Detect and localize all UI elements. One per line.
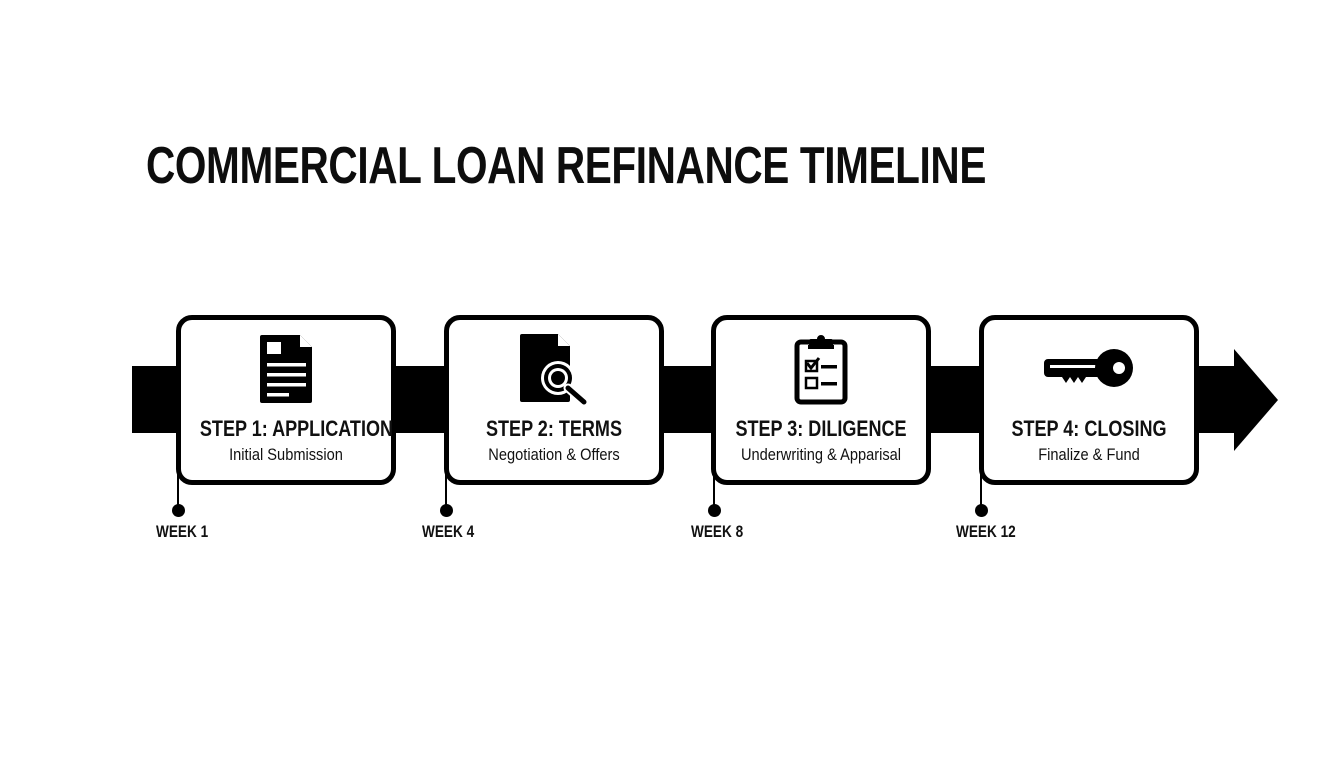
step-subtitle: Negotiation & Offers xyxy=(488,445,620,464)
step-title: STEP 4: CLOSING xyxy=(1011,416,1167,441)
week-marker-dot xyxy=(172,504,185,517)
step-subtitle: Finalize & Fund xyxy=(1038,445,1140,464)
week-marker-line xyxy=(980,470,982,510)
step-title: STEP 2: TERMS xyxy=(485,416,622,441)
step-card-diligence: STEP 3: DILIGENCE Underwriting & Apparis… xyxy=(711,315,931,485)
step-subtitle: Underwriting & Apparisal xyxy=(740,445,902,464)
step-title: STEP 1: APPLICATION xyxy=(199,416,394,441)
week-marker-dot xyxy=(440,504,453,517)
step-card-closing: STEP 4: CLOSING Finalize & Fund xyxy=(979,315,1199,485)
week-marker-line xyxy=(177,470,179,510)
step-card-terms: STEP 2: TERMS Negotiation & Offers xyxy=(444,315,664,485)
document-icon xyxy=(246,334,326,404)
week-label: WEEK 8 xyxy=(691,522,744,541)
week-label: WEEK 12 xyxy=(956,522,1016,541)
week-marker-dot xyxy=(708,504,721,517)
step-title: STEP 3: DILIGENCE xyxy=(735,416,907,441)
document-search-icon xyxy=(514,333,594,406)
week-marker-dot xyxy=(975,504,988,517)
page-title: COMMERCIAL LOAN REFINANCE TIMELINE xyxy=(146,137,986,195)
timeline-arrow-head-icon xyxy=(1234,349,1278,451)
clipboard-checklist-icon xyxy=(781,334,861,405)
week-marker-line xyxy=(445,470,447,510)
week-label: WEEK 1 xyxy=(156,522,209,541)
week-label: WEEK 4 xyxy=(422,522,475,541)
step-card-application: STEP 1: APPLICATION Initial Submission xyxy=(176,315,396,485)
key-icon xyxy=(1039,334,1139,404)
week-marker-line xyxy=(713,470,715,510)
step-subtitle: Initial Submission xyxy=(229,445,343,464)
